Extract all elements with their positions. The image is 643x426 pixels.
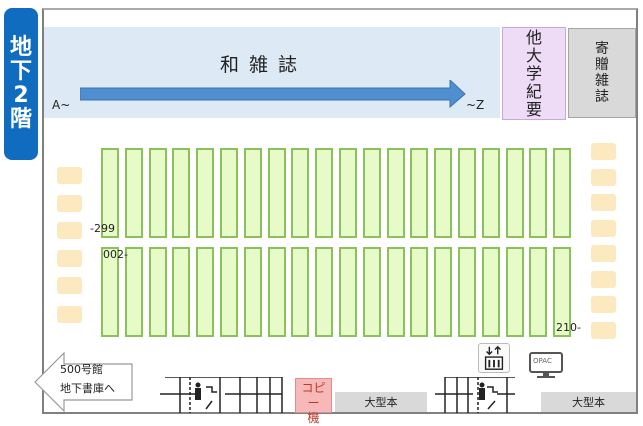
floor-char: 階: [9, 107, 32, 132]
reading-seat-left: [57, 222, 82, 239]
shelf-top-row[interactable]: [434, 148, 453, 238]
reading-seat-right: [591, 219, 616, 237]
shelf-bottom-row[interactable]: [410, 247, 429, 337]
bulletin-char: 大: [525, 45, 542, 65]
donated-char: 贈: [595, 57, 609, 73]
exit-arrow-left-icon[interactable]: [34, 352, 134, 412]
shelf-bottom-row[interactable]: [505, 247, 524, 337]
stairs-icon: [160, 377, 283, 413]
shelf-bottom-row[interactable]: [148, 247, 167, 337]
reading-seat-left: [57, 277, 82, 294]
bulletin-char: 学: [525, 63, 542, 83]
range-end-label: ~Z: [466, 98, 485, 112]
exit-label-line: 地下書庫へ: [60, 382, 115, 395]
shelf-label-top-end: -299: [90, 222, 115, 235]
shelf-top-row[interactable]: [410, 148, 429, 238]
reading-seat-left: [57, 195, 82, 212]
shelf-top-row[interactable]: [386, 148, 405, 238]
shelf-bottom-row[interactable]: [339, 247, 357, 337]
shelf-top-row[interactable]: [243, 148, 262, 238]
copy-label: コピー: [301, 381, 326, 410]
shelf-top-row[interactable]: [362, 148, 381, 238]
donated-char: 寄: [595, 41, 609, 57]
copy-label: 機: [307, 411, 320, 425]
reading-seat-right: [591, 321, 616, 339]
elevator-icon[interactable]: [478, 343, 510, 373]
reading-seat-left: [57, 250, 82, 267]
shelf-top-row[interactable]: [172, 148, 191, 238]
shelf-top-row[interactable]: [529, 148, 548, 238]
shelf-bottom-row[interactable]: [553, 247, 572, 337]
shelf-top-row[interactable]: [291, 148, 310, 238]
shelf-bottom-row[interactable]: [362, 247, 381, 337]
shelf-bottom-row[interactable]: [196, 247, 215, 337]
shelf-top-row[interactable]: [458, 148, 476, 238]
floor-char: 地: [9, 35, 32, 60]
shelf-label-bottom-end: 210-: [556, 321, 581, 334]
shelf-top-row[interactable]: [339, 148, 357, 238]
reading-seat-right: [591, 296, 616, 313]
donated-magazines-area[interactable]: 寄 贈 雑 誌: [568, 28, 636, 118]
copy-machine[interactable]: コピー 機: [295, 378, 332, 425]
reading-seat-right: [591, 194, 616, 211]
exit-label-line: 500号館: [60, 363, 103, 376]
shelf-label-bottom-start: 002-: [103, 248, 128, 261]
exit-label: 500号館 地下書庫へ: [60, 360, 115, 398]
range-start-label: A~: [52, 98, 71, 112]
shelf-bottom-row[interactable]: [458, 247, 476, 337]
shelf-bottom-row[interactable]: [267, 247, 286, 337]
bulletin-char: 他: [525, 27, 542, 47]
large-books-area-2[interactable]: 大型本: [541, 392, 636, 412]
shelf-bottom-row[interactable]: [220, 247, 238, 337]
shelf-bottom-row[interactable]: [481, 247, 500, 337]
shelf-top-row[interactable]: [267, 148, 286, 238]
floor-outline: [42, 8, 638, 414]
shelf-bottom-row[interactable]: [315, 247, 334, 337]
shelf-bottom-row[interactable]: [291, 247, 310, 337]
floor-char: 2: [13, 83, 29, 108]
shelf-top-row[interactable]: [315, 148, 334, 238]
bulletin-char: 要: [525, 99, 542, 119]
other-university-bulletins-area[interactable]: 他 大 学 紀 要: [502, 27, 566, 120]
shelf-top-row[interactable]: [101, 148, 119, 238]
shelf-top-row[interactable]: [553, 148, 572, 238]
shelf-bottom-row[interactable]: [529, 247, 548, 337]
shelf-bottom-row[interactable]: [386, 247, 405, 337]
shelf-top-row[interactable]: [481, 148, 500, 238]
opac-terminal-icon[interactable]: [529, 352, 563, 380]
reading-seat-right: [591, 168, 616, 186]
bulletin-char: 紀: [525, 81, 542, 101]
floor-char: 下: [9, 59, 32, 84]
reading-seat-left: [57, 306, 82, 323]
arrow-right-icon: [80, 80, 466, 108]
japanese-magazines-title: 和雑誌: [220, 54, 308, 76]
stairs-icon: [435, 377, 515, 413]
shelf-bottom-row[interactable]: [172, 247, 191, 337]
shelf-bottom-row[interactable]: [434, 247, 453, 337]
japanese-magazines-area[interactable]: [44, 27, 500, 118]
reading-seat-left: [57, 167, 82, 184]
opac-label: OPAC: [533, 357, 552, 365]
shelf-top-row[interactable]: [505, 148, 524, 238]
shelf-top-row[interactable]: [148, 148, 167, 238]
shelf-bottom-row[interactable]: [124, 247, 143, 337]
large-books-area-1[interactable]: 大型本: [335, 392, 427, 412]
donated-char: 誌: [595, 89, 609, 105]
floor-badge: 地 下 2 階: [4, 8, 38, 160]
shelf-bottom-row[interactable]: [243, 247, 262, 337]
reading-seat-right: [591, 270, 616, 288]
reading-seat-right: [591, 245, 616, 262]
shelf-top-row[interactable]: [196, 148, 215, 238]
shelf-bottom-row[interactable]: [101, 247, 119, 337]
shelf-top-row[interactable]: [124, 148, 143, 238]
donated-char: 雑: [595, 73, 609, 89]
reading-seat-right: [591, 143, 616, 160]
shelf-top-row[interactable]: [220, 148, 238, 238]
